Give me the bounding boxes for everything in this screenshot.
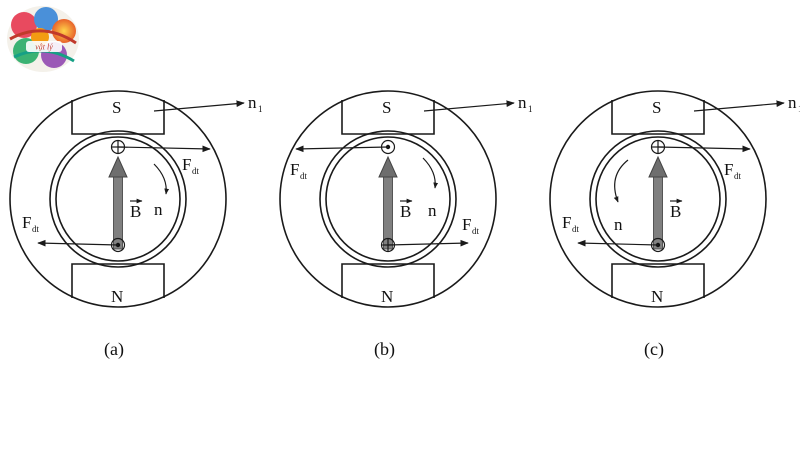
field-arrow [648,155,668,250]
rotor-speed-label: n [428,201,437,220]
diagram-caption: (a) [104,339,124,360]
pole-bottom [341,263,435,298]
force-bottom-label-main: F [462,215,471,234]
field-label: B [400,202,411,221]
pole-top-label: S [112,98,121,117]
stator-speed-arrow [153,100,245,112]
stator-speed-label-sub: 1 [528,104,533,114]
force-bottom-arrow [37,239,119,247]
rotor-gap-ring [319,130,457,268]
stator-outer-ring [9,90,227,308]
pole-bottom-label: N [381,287,393,306]
force-top-label-main: F [290,160,299,179]
diagram-caption: (c) [644,339,664,360]
stator-speed-label-main: n [788,93,797,112]
force-bottom-arrow [577,239,659,247]
rotor-rotation-arrow [422,157,439,189]
stator-speed-label-main: n [518,93,527,112]
rotor-speed-label: n [614,215,623,234]
pole-bottom [71,263,165,298]
logo: vật lý [7,6,79,72]
pole-top [71,100,165,135]
stator-outer-ring [549,90,767,308]
pole-bottom [611,263,705,298]
field-arrow [378,155,398,250]
rotor-rotation-arrow [153,163,170,195]
stator-speed-label-sub: 1 [258,104,263,114]
force-bottom-label-main: F [562,213,571,232]
pole-top [341,100,435,135]
pole-top-label: S [652,98,661,117]
field-arrow [108,155,128,250]
force-top-label-sub: dt [192,166,200,176]
stator-outer-ring [279,90,497,308]
pole-top-label: S [382,98,391,117]
logo-blob-2 [34,7,58,31]
pole-top [611,100,705,135]
force-top-arrow [295,145,389,153]
pole-bottom-label: N [111,287,123,306]
force-bottom-arrow [387,239,469,247]
force-top-label-sub: dt [300,171,308,181]
stator-speed-arrow [693,100,785,112]
stator-speed-label-main: n [248,93,257,112]
rotor-rotation-arrow [613,159,629,203]
logo-text: vật lý [35,43,53,52]
force-top-label-main: F [724,160,733,179]
rotor-gap-ring [589,130,727,268]
force-top-label-sub: dt [734,171,742,181]
field-label: B [670,202,681,221]
stator-speed-label-sub: 1 [798,104,800,114]
force-top-label-main: F [182,155,191,174]
diagram-caption: (b) [374,339,395,360]
force-bottom-label-sub: dt [32,224,40,234]
force-bottom-label-sub: dt [572,224,580,234]
force-bottom-label-sub: dt [472,226,480,236]
force-bottom-label-main: F [22,213,31,232]
force-top-arrow [657,145,751,153]
field-label: B [130,202,141,221]
rotor-circle [325,136,451,262]
rotor-speed-label: n [154,200,163,219]
rotor-circle [55,136,181,262]
stator-speed-label: n1 [788,93,800,114]
stator-speed-arrow [423,100,515,112]
rotor-circle [595,136,721,262]
force-top-arrow [117,145,211,153]
logo-blob-3 [52,19,76,43]
pole-bottom-label: N [651,287,663,306]
rotor-gap-ring [49,130,187,268]
